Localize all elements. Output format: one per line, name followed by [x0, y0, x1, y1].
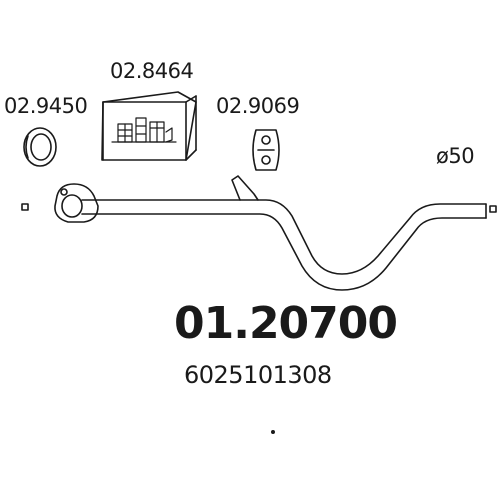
pipe-diameter-label: ø50: [436, 144, 475, 168]
exhaust-pipe-drawing: [21, 175, 497, 291]
gasket-part-number: 02.9450: [4, 94, 88, 118]
gasket-ring-drawing: [23, 127, 57, 167]
small-dot-mark: [270, 429, 275, 434]
oe-reference-number: 6025101308: [184, 361, 332, 389]
mounting-kit-part-number: 02.8464: [110, 59, 194, 83]
article-number: 01.20700: [174, 298, 398, 349]
rubber-hanger-drawing: [252, 129, 280, 171]
rubber-hanger-part-number: 02.9069: [216, 94, 300, 118]
mounting-kit-box-drawing: [101, 91, 197, 161]
